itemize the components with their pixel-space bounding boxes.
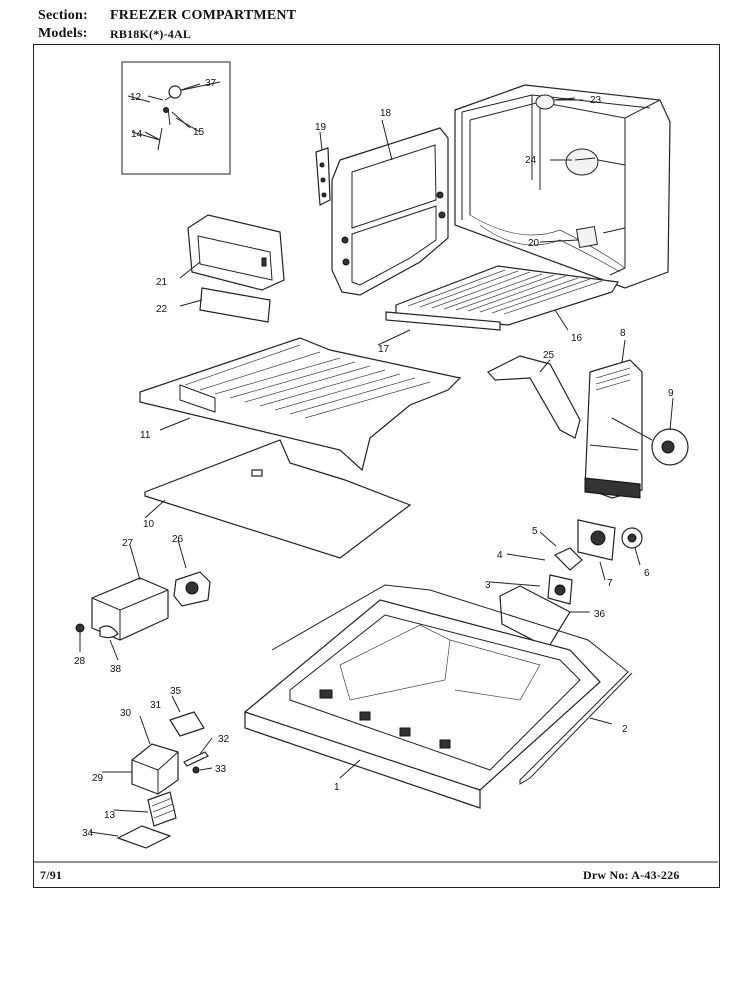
callout-10: 10 <box>143 519 155 530</box>
callout-27: 27 <box>122 538 134 549</box>
part-8-evaporator-cover <box>584 359 643 499</box>
part-22-lens <box>199 287 271 323</box>
callout-34: 34 <box>82 828 94 839</box>
revision-date: 7/91 <box>40 868 63 882</box>
freezer-liner <box>454 84 671 289</box>
part-38-clip <box>99 625 119 639</box>
callout-8: 8 <box>620 328 626 339</box>
part-35-damper-plate <box>169 711 205 737</box>
callout-33: 33 <box>215 764 227 775</box>
part-2-breaker-trim <box>271 584 633 785</box>
callout-29: 29 <box>92 773 104 784</box>
models-label: Models: <box>38 26 88 41</box>
callout-6: 6 <box>644 568 650 579</box>
part-36-drain-trough <box>499 585 571 649</box>
callout-17: 17 <box>378 344 390 355</box>
part-19-bracket <box>315 147 331 206</box>
callout-19: 19 <box>315 122 327 133</box>
callout-30: 30 <box>120 708 132 719</box>
part-11-freezer-floor <box>139 337 462 472</box>
section-title: FREEZER COMPARTMENT <box>110 8 297 23</box>
section-label: Section: <box>38 8 88 23</box>
callout-13: 13 <box>104 810 116 821</box>
part-32-shaft <box>183 751 209 767</box>
part-25-air-duct <box>487 355 581 439</box>
callout-26: 26 <box>172 534 184 545</box>
part-18-door-panel <box>331 127 449 296</box>
part-9-screw-detail <box>611 417 689 466</box>
callout-38: 38 <box>110 664 122 675</box>
models-value: RB18K(*)-4AL <box>110 27 192 41</box>
fan-motor-assembly <box>547 519 643 605</box>
callout-3: 3 <box>485 580 491 591</box>
callout-23: 23 <box>590 95 602 106</box>
callout-24: 24 <box>525 155 537 166</box>
callout-5: 5 <box>532 526 538 537</box>
callout-18: 18 <box>380 108 392 119</box>
part-13-grille <box>147 791 177 827</box>
callout-leaders <box>79 81 674 837</box>
drawing-number: Drw No: A-43-226 <box>583 868 680 882</box>
part-10-insulation-pad <box>144 439 412 559</box>
callout-35: 35 <box>170 686 182 697</box>
part-34-frame <box>116 825 172 849</box>
callout-15: 15 <box>193 127 205 138</box>
callout-21: 21 <box>156 277 168 288</box>
part-1-divider-base <box>244 599 601 809</box>
part-28-screw <box>75 623 85 633</box>
part-26-relay <box>173 571 211 607</box>
callout-12: 12 <box>130 92 142 103</box>
callout-22: 22 <box>156 304 168 315</box>
callout-25: 25 <box>543 350 555 361</box>
part-33-screw <box>192 766 200 774</box>
callout-2: 2 <box>622 724 628 735</box>
callout-1: 1 <box>334 782 340 793</box>
part-27-control-box <box>91 577 169 641</box>
part-17-shelf-trim <box>385 311 501 331</box>
part-21-light-housing <box>187 214 285 291</box>
callout-11: 11 <box>140 430 151 441</box>
callout-31: 31 <box>150 700 162 711</box>
callout-9: 9 <box>668 388 674 399</box>
callout-4: 4 <box>497 550 503 561</box>
callout-36: 36 <box>594 609 606 620</box>
callout-32: 32 <box>218 734 230 745</box>
callout-7: 7 <box>607 578 613 589</box>
inset-detail-box <box>121 61 231 175</box>
callout-37: 37 <box>205 78 217 89</box>
diagram-frame <box>33 44 720 888</box>
callout-20: 20 <box>528 238 540 249</box>
callout-28: 28 <box>74 656 86 667</box>
part-30-29-damper-housing <box>131 743 179 795</box>
callout-14: 14 <box>131 129 143 140</box>
callout-16: 16 <box>571 333 583 344</box>
